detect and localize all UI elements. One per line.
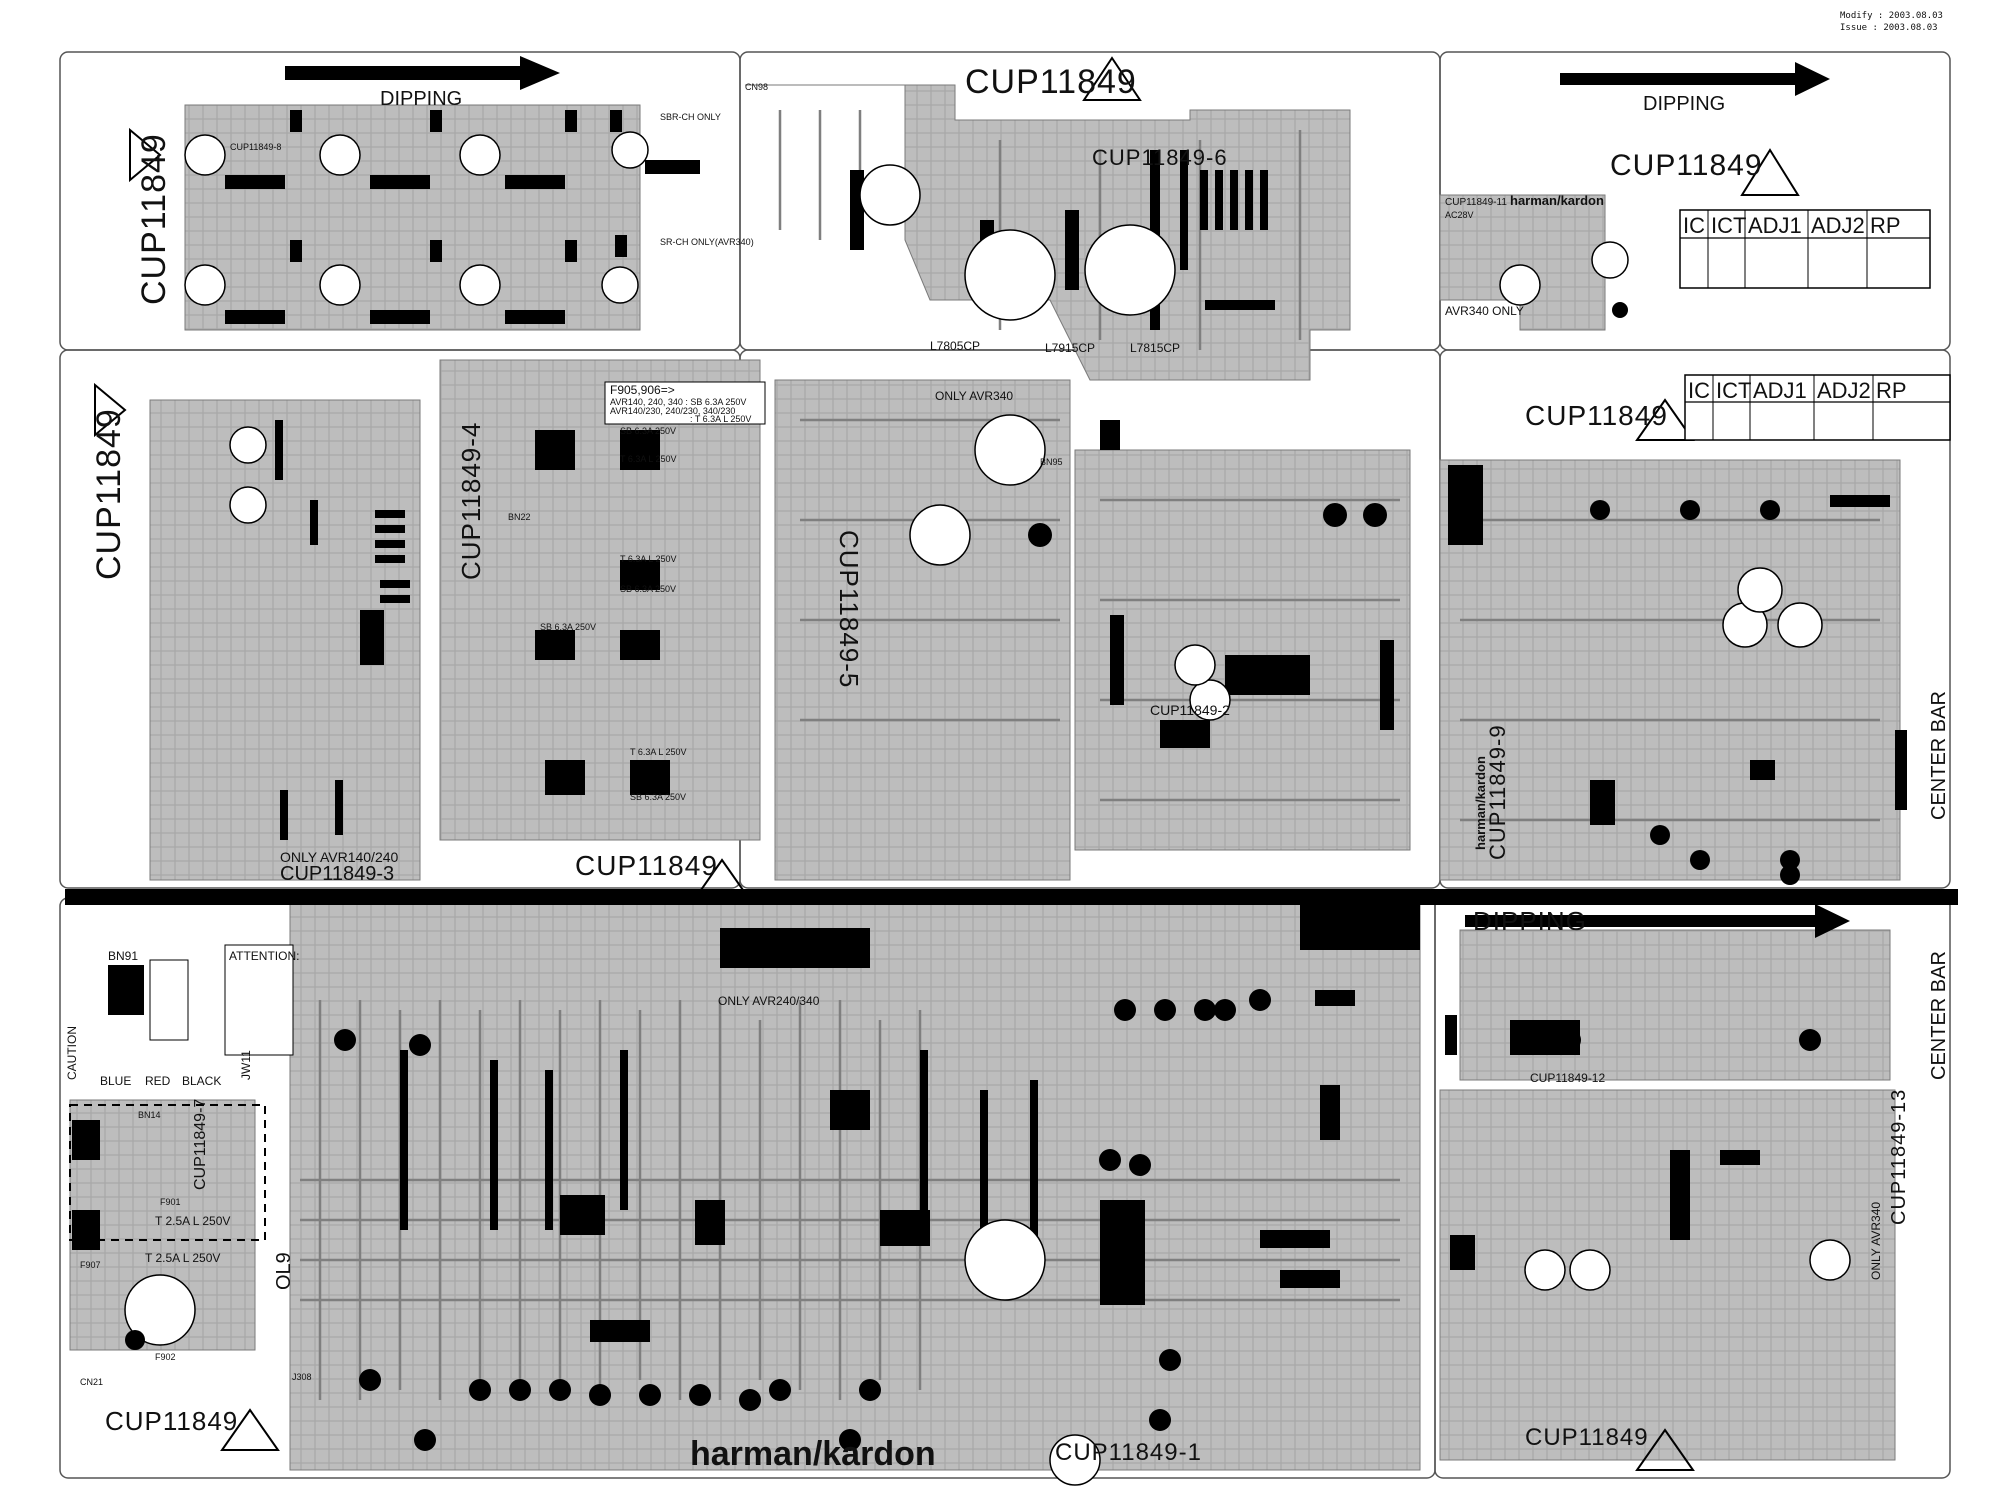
only-avr240-label: ONLY AVR240/340 [718, 994, 820, 1008]
adj-header-ic-2: IC [1688, 378, 1710, 403]
board-6-title: CUP11849-6 [1092, 145, 1228, 170]
adj-header-adj2: ADJ2 [1811, 213, 1865, 238]
fuse-t25-b: T 2.5A L 250V [145, 1251, 220, 1265]
dipping-top-right: DIPPING [1643, 93, 1725, 115]
fuse-note: F905,906=> AVR140, 240, 340 : SB 6.3A 25… [604, 381, 766, 425]
brand-main: harman/kardon [690, 1435, 936, 1473]
svg-text:SB 6.3A 250V: SB 6.3A 250V [620, 426, 676, 436]
board-side2-title: CUP11849 [90, 408, 128, 580]
fuse-t25-a: T 2.5A L 250V [155, 1214, 230, 1228]
issue-date: Issue : 2003.08.03 [1840, 23, 1938, 33]
adj-header-ict: ICT [1711, 213, 1746, 238]
dipping-arrows [285, 56, 1850, 938]
center-bar-top: CENTER BAR [1928, 691, 1950, 820]
fuse-note-line1: AVR140, 240, 340 : SB 6.3A 250V [610, 397, 746, 407]
board-mid-title: CUP11849 [575, 850, 718, 881]
bn22-label: BN22 [508, 512, 531, 522]
board-bl-title: CUP11849 [105, 1406, 238, 1436]
wire-blue: BLUE [100, 1074, 131, 1088]
jw11-label: JW11 [239, 1050, 253, 1080]
board-12-title: CUP11849-12 [1530, 1071, 1605, 1085]
wire-black: BLACK [182, 1074, 221, 1088]
avr340-only-label: AVR340 ONLY [1445, 304, 1524, 318]
bn95-label: BN95 [1040, 457, 1063, 467]
board7-dashed-outline [69, 1104, 266, 1241]
l7815-label: L7815CP [1130, 341, 1180, 355]
f907-label: F907 [80, 1260, 101, 1270]
cn98-label: CN98 [745, 82, 768, 92]
board-7-title: CUP11849-7 [192, 1099, 209, 1190]
round-components [124, 131, 1851, 1486]
fuse-labels: SB 6.3A 250V T 6.3A L 250V T 6.3A L 250V… [540, 426, 687, 802]
wire-connectors: BN91 BLUE RED BLACK JW11 BN14 F901 F902 … [80, 949, 312, 1387]
center-bar-bottom: CENTER BAR [1928, 951, 1950, 1080]
fuse-note-title: F905,906=> [610, 383, 675, 397]
svg-text:SB 6.3A 250V: SB 6.3A 250V [630, 792, 686, 802]
ac28v-label: AC28V [1445, 210, 1474, 220]
svg-text:T 6.3A L 250V: T 6.3A L 250V [630, 747, 687, 757]
svg-text:T 6.3A L 250V: T 6.3A L 250V [620, 554, 677, 564]
bn91-label: BN91 [108, 949, 138, 963]
cn21-label: CN21 [80, 1377, 103, 1387]
board-1-title: CUP11849-1 [1055, 1439, 1202, 1466]
brand-board9: harman/kardon [1473, 756, 1488, 850]
board-2-title: CUP11849-2 [1150, 702, 1230, 718]
board-9-title: CUP11849-9 [1485, 724, 1510, 860]
caution-label: CAUTION [65, 1026, 79, 1080]
dipping-mid-right: DIPPING [1473, 906, 1587, 936]
adj-header-adj1-2: ADJ1 [1753, 378, 1807, 403]
board-3-title: CUP11849-3 [280, 863, 394, 885]
fuse-note-line3: : T 6.3A L 250V [690, 414, 751, 424]
board-tr2-title: CUP11849 [1525, 400, 1668, 431]
sr-only-label: SR-CH ONLY(AVR340) [660, 237, 754, 247]
board-11-title: CUP11849-11 [1445, 197, 1507, 208]
only-avr140-label: ONLY AVR140/240 [280, 849, 399, 865]
board-labels: DIPPING DIPPING DIPPING CUP11849 CUP1184… [90, 63, 1950, 1473]
board-4-title: CUP11849-4 [456, 422, 486, 580]
board-br-title: CUP11849 [1525, 1424, 1649, 1451]
board-tr-title: CUP11849 [1610, 149, 1763, 182]
svg-text:SB 6.3A 250V: SB 6.3A 250V [540, 622, 596, 632]
f902-label: F902 [155, 1352, 176, 1362]
attention-title: ATTENTION: [229, 949, 299, 963]
only-avr340-label: ONLY AVR340 [935, 389, 1013, 403]
adj-header-rp: RP [1870, 213, 1901, 238]
svg-text:T 6.3A L 250V: T 6.3A L 250V [620, 454, 677, 464]
only-avr340-board13: ONLY AVR340 [1869, 1202, 1883, 1280]
adj-header-ict-2: ICT [1716, 378, 1751, 403]
adj-header-ic: IC [1683, 213, 1705, 238]
adj-header-adj1: ADJ1 [1748, 213, 1802, 238]
board-title-top: CUP11849 [965, 63, 1137, 101]
board-8-label: CUP11849-8 [230, 142, 281, 152]
j308-label: J308 [292, 1372, 312, 1382]
board-5-title: CUP11849-5 [834, 530, 864, 688]
divider-bar [65, 889, 1958, 905]
l7805-label: L7805CP [930, 339, 980, 353]
ol9-label: OL9 [273, 1252, 295, 1290]
svg-text:SB 6.3A 250V: SB 6.3A 250V [620, 584, 676, 594]
adj-table-mid: IC ICT ADJ1 ADJ2 RP [1684, 374, 1951, 441]
components [72, 110, 1907, 1342]
l7915-label: L7915CP [1045, 341, 1095, 355]
attention-box: ATTENTION: [224, 944, 299, 1056]
adj-header-adj2-2: ADJ2 [1817, 378, 1871, 403]
copper-regions [69, 84, 1901, 1471]
warning-triangles [94, 56, 1800, 1471]
dipping-top-left: DIPPING [380, 88, 462, 110]
wire-red: RED [145, 1074, 171, 1088]
board-13-title: CUP11849-13 [1888, 1089, 1910, 1225]
adj-table-top: IC ICT ADJ1 ADJ2 RP [1679, 209, 1931, 289]
f901-label: F901 [160, 1197, 181, 1207]
sbr-only-label: SBR-CH ONLY [660, 112, 721, 122]
modify-date: Modify : 2003.08.03 [1840, 11, 1943, 21]
brand-board11: harman/kardon [1510, 193, 1604, 208]
bn14-label: BN14 [138, 1110, 161, 1120]
revision-header: Modify : 2003.08.03 Issue : 2003.08.03 [1840, 10, 1943, 34]
adj-header-rp-2: RP [1876, 378, 1907, 403]
fuse-note-line2: AVR140/230, 240/230, 340/230 [610, 406, 735, 416]
board-side-title: CUP11849 [135, 133, 173, 305]
